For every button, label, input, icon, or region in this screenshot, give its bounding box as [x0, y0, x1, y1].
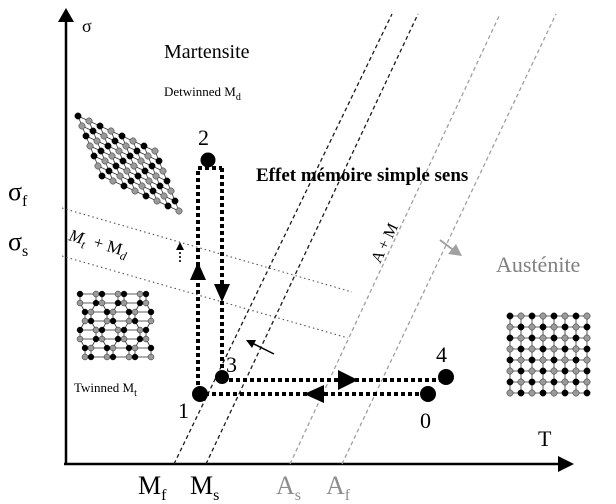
point-1-marker [192, 386, 208, 402]
x-axis-label: T [538, 426, 552, 451]
x-tick-as: As [276, 471, 301, 504]
twinned-label: Twinned Mt [74, 380, 137, 399]
y-tick-sigma-f: σf [8, 177, 28, 210]
y-tick-sigma-s: σs [8, 227, 28, 260]
point-3-marker [215, 370, 229, 384]
x-tick-mf: Mf [138, 471, 167, 504]
a-plus-m-label: A + M [368, 221, 402, 266]
detwinned-label: Detwinned Md [164, 84, 241, 103]
grey-arrow [439, 239, 462, 256]
point-2-marker [200, 152, 216, 168]
point-2-label: 2 [198, 125, 209, 150]
arrow-down [214, 284, 230, 302]
ms-line [205, 13, 419, 465]
af-line [341, 13, 557, 465]
y-axis-label: σ [82, 16, 92, 36]
arrow-up [190, 262, 206, 280]
point-0-label: 0 [420, 408, 431, 433]
point-0-marker [420, 386, 436, 402]
point-1-label: 1 [178, 398, 189, 423]
svg-text:Mt+ Md: Mt+ Md [65, 225, 131, 263]
svg-text:A + M: A + M [368, 221, 402, 266]
diagram-title: Effet mémoire simple sens [256, 165, 468, 186]
pointer-arrow [246, 340, 275, 355]
as-line [289, 13, 501, 465]
arrow-left [304, 385, 324, 403]
detwinned-lattice-icon [74, 112, 183, 215]
small-up-arrow [176, 242, 184, 262]
austenite-label: Austénite [496, 252, 580, 277]
martensite-label: Martensite [164, 41, 250, 63]
point-4-label: 4 [436, 342, 447, 367]
transition-band-label: Mt+ Md [65, 225, 131, 263]
x-axis [64, 456, 574, 472]
twinned-lattice-icon [76, 290, 155, 361]
austenite-lattice-icon [506, 312, 591, 397]
point-4-marker [438, 369, 454, 385]
point-3-label: 3 [226, 352, 237, 377]
y-axis [58, 8, 74, 464]
sigma-s-band-line [61, 255, 349, 339]
arrow-right [338, 370, 358, 390]
x-tick-af: Af [326, 471, 351, 504]
x-tick-ms: Ms [190, 471, 219, 504]
mf-line [173, 13, 393, 465]
sigma-f-band-line [61, 207, 353, 293]
